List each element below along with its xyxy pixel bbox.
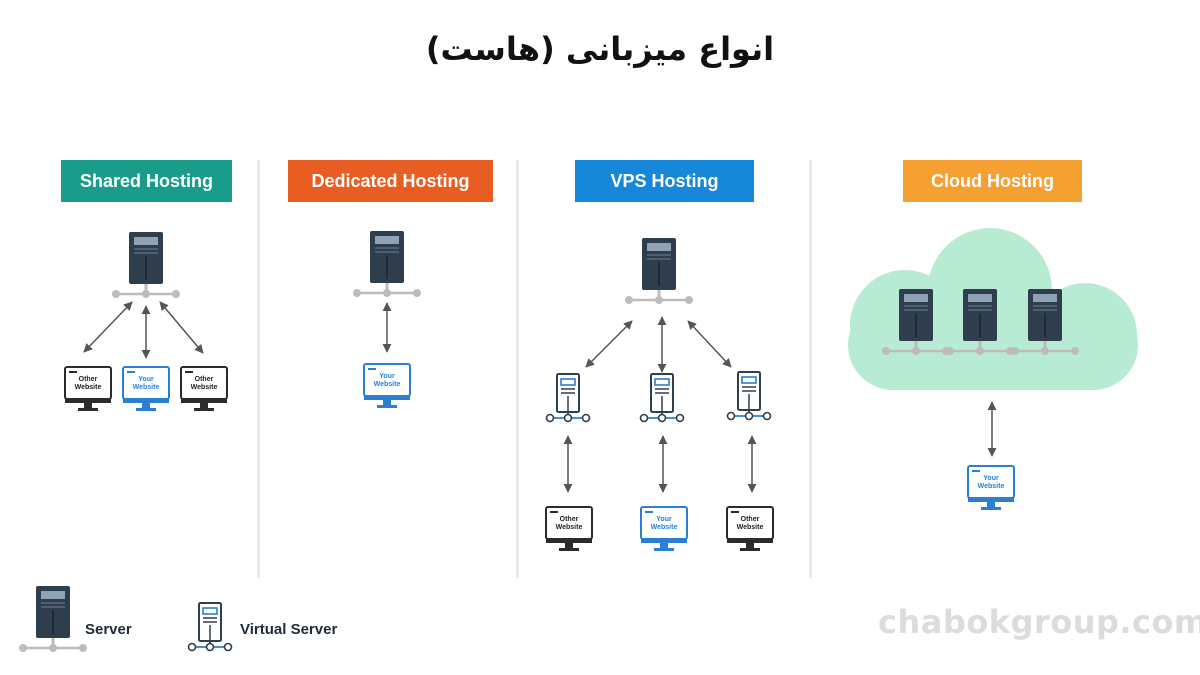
column-divider [257, 160, 260, 578]
monitor-label: Website [75, 384, 102, 391]
monitor-label: Website [191, 384, 218, 391]
legend-server-label: Server [85, 621, 132, 638]
monitor-label: Other [195, 376, 214, 383]
vps-hosting-header: VPS Hosting [575, 160, 754, 202]
monitor-label: Other [560, 516, 579, 523]
other-website-monitor: Other Website [64, 366, 112, 412]
monitor-label: Website [374, 381, 401, 388]
legend-server-icon [17, 584, 89, 654]
virtual-server-icon [545, 373, 591, 423]
other-website-monitor: Other Website [545, 506, 593, 552]
monitor-label: Other [741, 516, 760, 523]
column-divider [809, 160, 812, 578]
virtual-server-icon [726, 371, 772, 421]
watermark: chabokgroup.com [878, 603, 1200, 641]
monitor-label: Website [556, 524, 583, 531]
shared-server-icon [110, 230, 182, 300]
shared-link-arrow [83, 301, 133, 353]
dedicated-hosting-header: Dedicated Hosting [288, 160, 493, 202]
column-divider [516, 160, 519, 578]
monitor-label: Your [379, 373, 395, 380]
monitor-label: Website [978, 483, 1005, 490]
vps-server-icon [623, 236, 695, 306]
virtual-server-icon [639, 373, 685, 423]
shared-hosting-header: Shared Hosting [61, 160, 232, 202]
monitor-label: Your [656, 516, 672, 523]
your-website-monitor: Your Website [640, 506, 688, 552]
monitor-label: Your [138, 376, 154, 383]
dedicated-server-icon [351, 229, 423, 299]
monitor-label: Website [737, 524, 764, 531]
page-title: انواع میزبانی (هاست) [425, 30, 775, 68]
your-website-monitor: Your Website [122, 366, 170, 412]
other-website-monitor: Other Website [180, 366, 228, 412]
monitor-label: Other [79, 376, 98, 383]
your-website-monitor: Your Website [363, 363, 411, 409]
monitor-label: Your [983, 475, 999, 482]
vps-link-arrow [585, 320, 633, 368]
other-website-monitor: Other Website [726, 506, 774, 552]
legend-virtual-server-label: Virtual Server [240, 621, 338, 638]
cloud-hosting-header: Cloud Hosting [903, 160, 1082, 202]
monitor-label: Website [651, 524, 678, 531]
legend-virtual-server-icon [187, 602, 233, 652]
vps-link-arrow [687, 320, 732, 368]
monitor-label: Website [133, 384, 160, 391]
shared-link-arrow [159, 301, 204, 354]
your-website-monitor: Your Website [967, 465, 1015, 511]
